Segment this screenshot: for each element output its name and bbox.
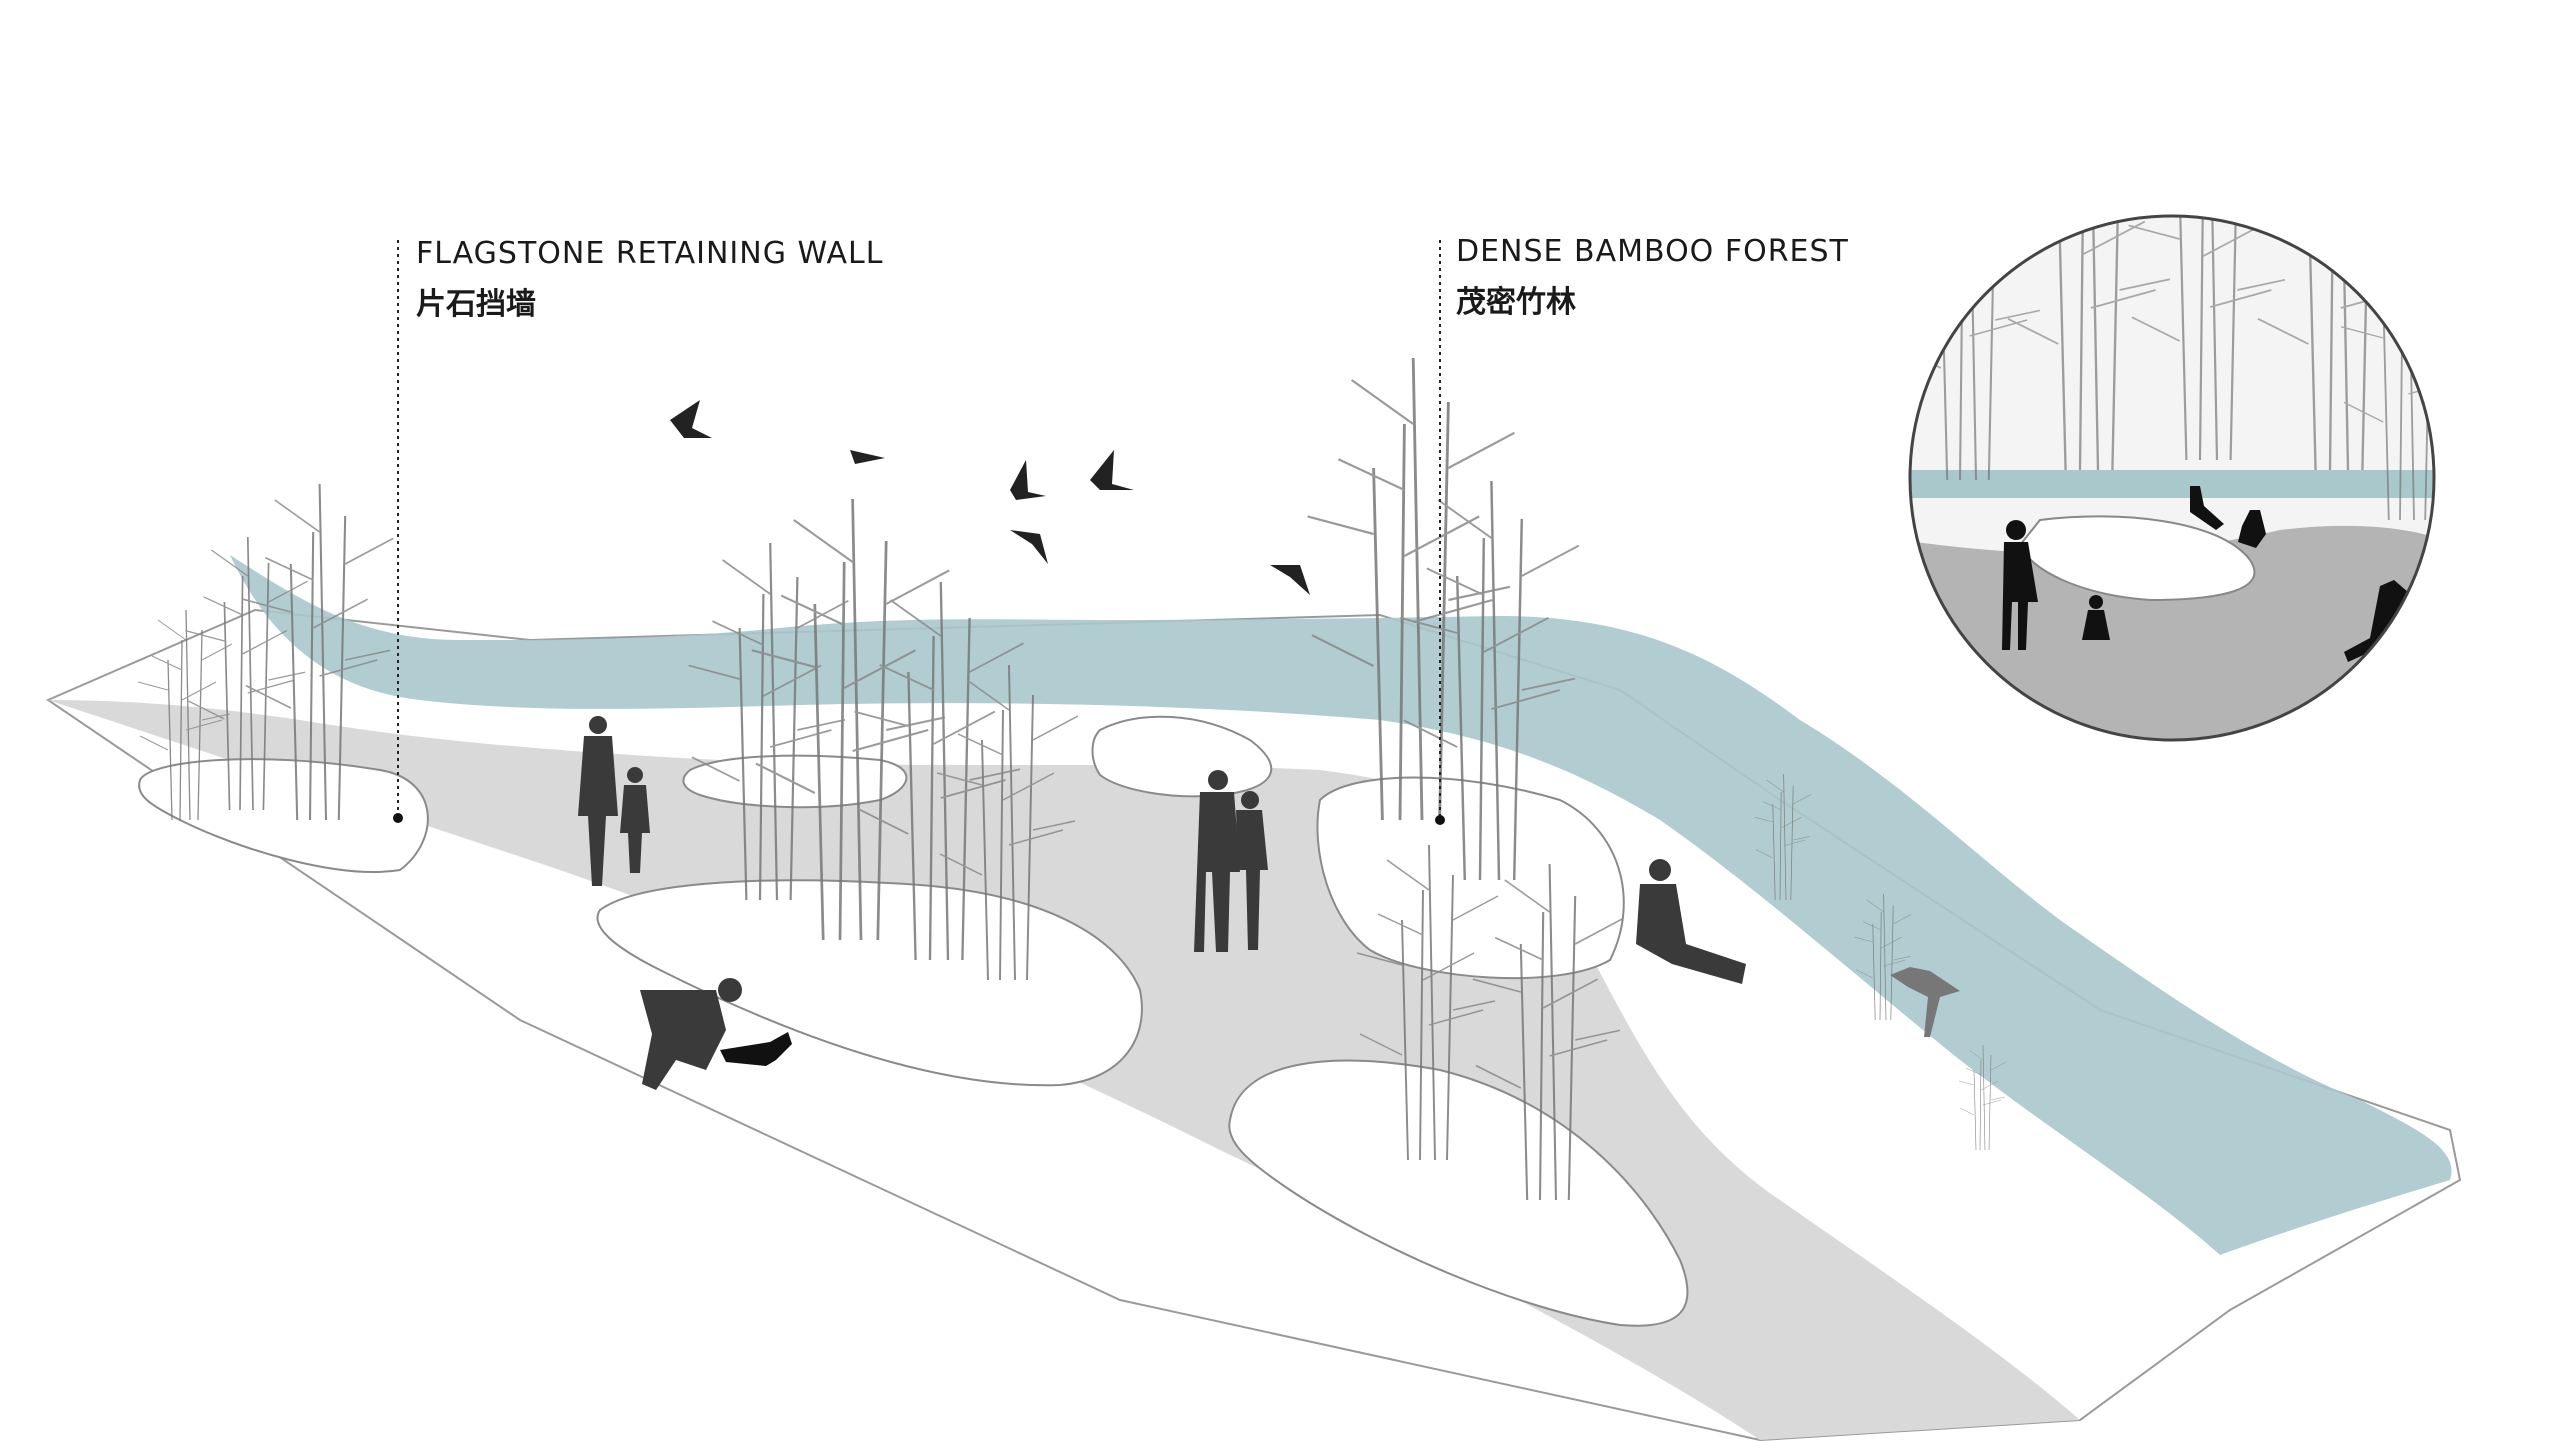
inset-water [1910, 470, 2434, 498]
person-icon [2190, 486, 2224, 530]
annotation-zh: 茂密竹林 [1456, 285, 1576, 320]
person-icon [2082, 595, 2110, 640]
person-icon [1194, 770, 1240, 952]
inset-planter [2018, 515, 2256, 602]
annotation-zh: 片石挡墙 [416, 287, 536, 322]
annotation-en: DENSE BAMBOO FOREST [1456, 234, 1849, 269]
bird-icon [1010, 460, 1046, 500]
planter-3 [596, 879, 1143, 1087]
heron-icon [1890, 967, 1960, 1037]
planter-2 [682, 754, 908, 809]
person-icon [2002, 520, 2038, 650]
bird-icon [1090, 450, 1134, 490]
leader-dot-wall [393, 813, 403, 823]
person-icon [2238, 510, 2266, 548]
person-icon [620, 767, 650, 873]
person-icon [1636, 859, 1746, 984]
bird-icon [1270, 565, 1310, 595]
planter-1 [138, 758, 429, 873]
person-icon [578, 716, 618, 886]
bird-icon [1010, 530, 1048, 564]
planter-6 [1228, 1059, 1689, 1327]
river [230, 555, 2452, 1255]
inset-silhouettes [2002, 486, 2408, 662]
inset-border [1908, 214, 2436, 742]
person-icon [640, 978, 742, 1090]
bird-icon [850, 450, 885, 464]
birds [670, 400, 1310, 595]
annotation-bamboo-forest: DENSE BAMBOO FOREST 茂密竹林 [1456, 234, 1849, 321]
inset-vignette [1908, 214, 2436, 742]
annotation-en: FLAGSTONE RETAINING WALL [416, 236, 884, 271]
person-icon [1236, 791, 1268, 950]
leader-dot-bamboo [1435, 815, 1445, 825]
person-icon [2344, 580, 2408, 662]
leader-lines [397, 240, 1441, 818]
people [578, 716, 1960, 1090]
bird-icon [670, 400, 712, 438]
annotation-flagstone-wall: FLAGSTONE RETAINING WALL 片石挡墙 [416, 236, 883, 323]
cat-icon [720, 1032, 792, 1066]
planter-5 [1316, 776, 1625, 980]
